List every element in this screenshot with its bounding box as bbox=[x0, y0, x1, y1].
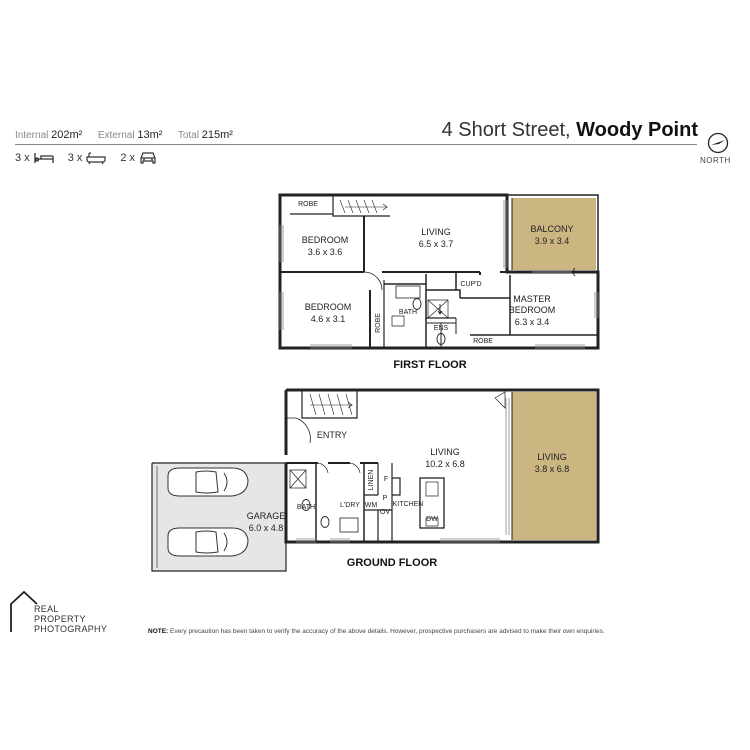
bath-icon bbox=[86, 152, 106, 164]
master-size: 6.3 x 3.4 bbox=[515, 317, 550, 327]
bedroom2-name: BEDROOM bbox=[305, 302, 352, 312]
brand-name: REAL PROPERTY PHOTOGRAPHY bbox=[34, 604, 107, 634]
garage-size: 6.0 x 4.8 bbox=[249, 523, 284, 533]
car-silhouette-1 bbox=[167, 467, 249, 497]
robe-bottom-label: ROBE bbox=[473, 338, 493, 345]
bath-ground-label: BATH bbox=[297, 504, 315, 511]
balcony-name: BALCONY bbox=[530, 224, 573, 234]
house-outline-logo bbox=[10, 590, 38, 632]
oven-label: OV bbox=[380, 509, 390, 516]
bedroom2-size: 4.6 x 3.1 bbox=[311, 314, 346, 324]
bed-count: 3 x bbox=[15, 152, 54, 164]
disclaimer-note: NOTE: Every precaution has been taken to… bbox=[148, 628, 605, 635]
dishwasher-label: DW bbox=[426, 516, 438, 523]
bed-count-value: 3 x bbox=[15, 152, 30, 164]
outdoor-living-size: 3.8 x 6.8 bbox=[535, 464, 570, 474]
balcony-area bbox=[512, 198, 596, 270]
outdoor-living-area bbox=[512, 392, 596, 540]
external-label: External bbox=[97, 130, 135, 141]
ensuite-label: ENS bbox=[434, 325, 449, 332]
internal-value: 202m² bbox=[51, 129, 83, 141]
balcony-size: 3.9 x 3.4 bbox=[535, 236, 570, 246]
total-label: Total bbox=[177, 130, 199, 141]
bath-first-label: BATH bbox=[399, 309, 417, 316]
brand-line-2: PROPERTY bbox=[34, 614, 86, 624]
fridge-label: F bbox=[384, 476, 388, 483]
cupd-label: CUP'D bbox=[460, 281, 481, 288]
car-count-value: 2 x bbox=[120, 152, 136, 164]
outdoor-living-name: LIVING bbox=[537, 452, 567, 462]
garage-name: GARAGE bbox=[247, 511, 286, 521]
laundry-label: L'DRY bbox=[340, 502, 360, 509]
linen-label: LINEN bbox=[368, 470, 375, 491]
bedroom1-name: BEDROOM bbox=[302, 235, 349, 245]
bath-count: 3 x bbox=[68, 152, 107, 164]
pantry-label: P bbox=[383, 495, 388, 502]
car-silhouette-2 bbox=[167, 527, 249, 557]
robe-side-label: ROBE bbox=[375, 313, 382, 333]
first-floor-title: FIRST FLOOR bbox=[393, 359, 467, 371]
master-name: MASTER bbox=[513, 294, 551, 304]
header-divider bbox=[15, 144, 697, 145]
disclaimer-text: Every precaution has been taken to verif… bbox=[170, 628, 605, 635]
street-address: 4 Short Street, bbox=[441, 119, 571, 141]
living-first-name: LIVING bbox=[421, 227, 451, 237]
brand-line-3: PHOTOGRAPHY bbox=[34, 624, 108, 634]
car-count: 2 x bbox=[120, 151, 157, 165]
living-ground-name: LIVING bbox=[430, 447, 460, 457]
bath-count-value: 3 x bbox=[67, 152, 83, 164]
bedroom1-size: 3.6 x 3.6 bbox=[308, 247, 343, 257]
living-ground-size: 10.2 x 6.8 bbox=[425, 459, 465, 469]
internal-label: Internal bbox=[15, 130, 49, 141]
master-name-2: BEDROOM bbox=[509, 305, 556, 315]
compass-north-icon bbox=[707, 132, 729, 154]
north-label: NORTH bbox=[700, 156, 731, 165]
bed-icon bbox=[34, 153, 54, 163]
kitchen-label: KITCHEN bbox=[393, 501, 424, 508]
feature-counts: 3 x 3 x 2 x bbox=[15, 151, 167, 165]
entry-label: ENTRY bbox=[317, 430, 347, 440]
property-address: 4 Short Street, Woody Point bbox=[442, 119, 698, 142]
brand-line-1: REAL bbox=[34, 604, 59, 614]
disclaimer-label: NOTE: bbox=[148, 628, 169, 635]
total-value: 215m² bbox=[201, 129, 233, 141]
first-floor-plan bbox=[278, 193, 600, 350]
washing-machine-label: WM bbox=[365, 502, 378, 509]
living-first-size: 6.5 x 3.7 bbox=[419, 239, 454, 249]
external-value: 13m² bbox=[137, 129, 163, 141]
ground-floor-title: GROUND FLOOR bbox=[346, 557, 438, 569]
suburb: Woody Point bbox=[576, 119, 698, 141]
area-summary: Internal 202m² External 13m² Total 215m² bbox=[15, 129, 233, 141]
car-icon bbox=[140, 152, 156, 164]
robe-top-label: ROBE bbox=[298, 201, 318, 208]
